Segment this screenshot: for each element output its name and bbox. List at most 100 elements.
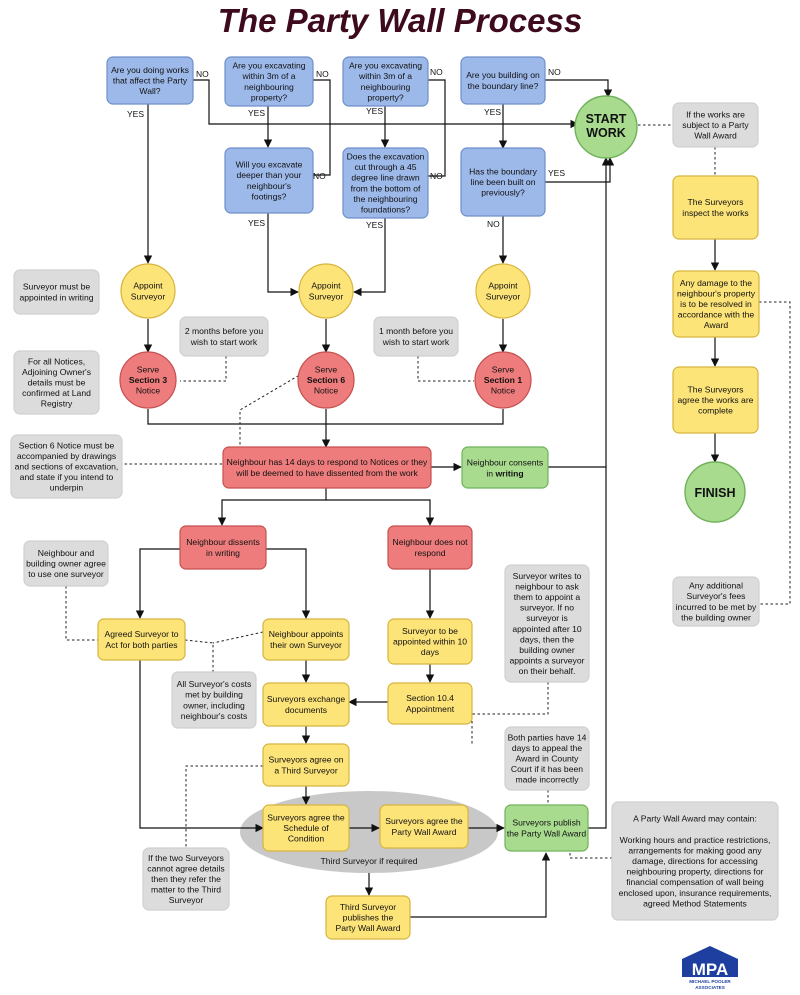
question-excavate-3m-2-line-1: within 3m of a <box>358 71 412 81</box>
edge-label-yes-9: YES <box>248 218 265 228</box>
note-cannot-agree-line-2: then they refer the <box>151 874 221 884</box>
question-45-degree-line-0: Does the excavation <box>347 152 425 162</box>
note-2-months-line-1: wish to start work <box>190 337 258 347</box>
ellipse-label: Third Surveyor if required <box>321 856 418 866</box>
neighbour-consents-writing: writing <box>494 469 523 479</box>
connectors <box>135 79 720 918</box>
edge-label-no-10: NO <box>430 171 443 181</box>
question-excavate-3m-2-line-3: property? <box>367 92 404 102</box>
neighbour-14-days-line-0: Neighbour has 14 days to respond to Noti… <box>227 457 428 467</box>
note-cannot-agree-line-0: If the two Surveyors <box>148 853 224 863</box>
edge-label-yes-1: YES <box>127 109 144 119</box>
agree-third-surveyor: Surveyors agree ona Third Surveyor <box>262 743 350 787</box>
schedule-of-condition-line-0: Surveyors agree the <box>267 812 345 822</box>
note-costs-met-line-1: met by building <box>185 690 243 700</box>
serve-section-1-notice-line-1: Section 1 <box>484 375 522 385</box>
edge-label-yes-5: YES <box>366 106 383 116</box>
agree-third-surveyor-line-0: Surveyors agree on <box>269 755 344 765</box>
note-appeal-14-days-line-3: Court if it has been <box>511 764 583 774</box>
surveyor-within-10-days-line-1: appointed within 10 <box>393 637 467 647</box>
note-appointed-in-writing-line-0: Surveyor must be <box>23 282 91 292</box>
note-surveyor-writes-line-3: surveyor. If no <box>520 603 574 613</box>
section-10-4-appointment-line-0: Section 10.4 <box>406 693 454 703</box>
note-costs-met-line-0: All Surveyor's costs <box>177 679 252 689</box>
note-award-contents-line-7: enclosed upon, insurance requirements, <box>619 888 772 898</box>
question-party-wall-line-2: Wall? <box>139 86 160 96</box>
note-adjoining-owner-line-3: confirmed at Land <box>22 388 91 398</box>
dotted-connectors <box>65 124 791 859</box>
note-subject-to-award-line-0: If the works are <box>686 109 745 119</box>
edge-label-no-13: NO <box>487 219 500 229</box>
damage-resolved-line-4: Award <box>704 320 728 330</box>
neighbour-consents-in: in <box>486 469 495 479</box>
surveyors-inspect-works-line-1: inspect the works <box>682 208 748 218</box>
note-costs-met-line-3: neighbour's costs <box>181 711 248 721</box>
note-appeal-14-days-line-0: Both parties have 14 <box>508 732 587 742</box>
note-additional-fees-line-0: Any additional <box>689 581 743 591</box>
finish: FINISH <box>684 461 746 523</box>
note-award-contents-line-3: arrangements for making good any <box>628 845 762 855</box>
neighbour-no-response-line-0: Neighbour does not <box>392 537 468 547</box>
note-surveyor-writes-line-5: appointed after 10 <box>512 624 582 634</box>
note-adjoining-owner-line-2: details must be <box>28 378 86 388</box>
question-45-degree-line-4: the neighbouring <box>353 194 417 204</box>
edge-label-no-8: NO <box>313 171 326 181</box>
serve-section-1-notice-line-2: Notice <box>491 386 516 396</box>
note-additional-fees-line-1: Surveyor's fees <box>687 591 746 601</box>
note-surveyor-writes-line-8: appoints a surveyor <box>510 656 585 666</box>
question-45-degree-line-5: foundations? <box>361 205 410 215</box>
finish-label: FINISH <box>695 486 736 500</box>
question-built-previously-line-0: Has the boundary <box>469 166 538 176</box>
section-10-4-appointment-line-1: Appointment <box>406 704 455 714</box>
note-cannot-agree-line-4: Surveyor <box>169 895 204 905</box>
works-complete-line-2: complete <box>698 406 733 416</box>
surveyors-publish-award-line-0: Surveyors publish <box>512 818 581 828</box>
question-deeper-footings-line-0: Will you excavate <box>236 160 303 170</box>
surveyors-inspect-works-line-0: The Surveyors <box>688 197 744 207</box>
note-section-6-drawings-line-4: underpin <box>50 483 84 493</box>
note-surveyor-writes-line-4: surveyor is <box>526 613 568 623</box>
note-1-month-line-1: wish to start work <box>382 337 450 347</box>
question-excavate-3m-1-line-0: Are you excavating <box>232 61 305 71</box>
question-45-degree-line-3: from the bottom of <box>351 183 421 193</box>
neighbour-14-days-line-1: will be deemed to have dissented from th… <box>235 468 418 478</box>
question-excavate-3m-2-line-2: neighbouring <box>361 82 411 92</box>
start-work-line-1: WORK <box>586 126 626 140</box>
agreed-surveyor-line-1: Act for both parties <box>105 640 177 650</box>
surveyor-within-10-days-line-2: days <box>421 647 439 657</box>
serve-section-3-notice-line-0: Serve <box>137 364 160 374</box>
note-one-surveyor-line-2: to use one surveyor <box>28 569 104 579</box>
note-additional-fees-line-3: the building owner <box>681 612 751 622</box>
note-cannot-agree-line-1: cannot agree details <box>147 863 224 873</box>
surveyors-exchange-documents-line-0: Surveyors exchange <box>267 694 346 704</box>
appoint-surveyor-2-line-0: Appoint <box>311 281 341 291</box>
appoint-surveyor-3-line-0: Appoint <box>488 281 518 291</box>
neighbour-own-surveyor-line-0: Neighbour appoints <box>269 629 344 639</box>
question-excavate-3m-1-line-2: neighbouring <box>244 82 294 92</box>
damage-resolved-line-2: is to be resolved in <box>680 299 752 309</box>
note-one-surveyor-line-0: Neighbour and <box>38 548 95 558</box>
question-45-degree-line-2: degree line drawn <box>351 173 420 183</box>
serve-section-6-notice-line-1: Section 6 <box>307 375 345 385</box>
works-complete-line-0: The Surveyors <box>688 384 744 394</box>
page-title: The Party Wall Process <box>217 2 583 39</box>
surveyors-exchange-documents-line-1: documents <box>285 705 327 715</box>
